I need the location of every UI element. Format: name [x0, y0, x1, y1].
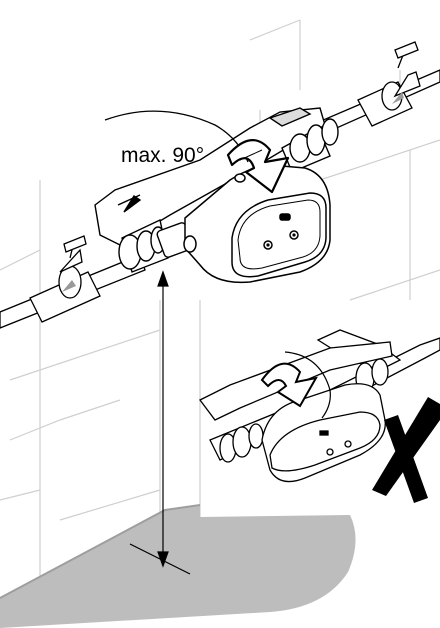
arrow-shading — [239, 149, 263, 161]
rotation-arrow-wrong — [260, 362, 318, 408]
wall-tile-grid — [0, 19, 440, 620]
mounting-bracket — [94, 107, 326, 246]
cross-mark-icon — [372, 397, 440, 503]
water-meter-device — [183, 164, 331, 284]
wrong-arc-line — [284, 351, 331, 419]
connector-right — [281, 118, 339, 173]
height-dimension — [129, 270, 191, 575]
floor-edge — [0, 504, 201, 599]
rotation-arrow-main — [226, 139, 290, 194]
floor-area — [0, 505, 356, 628]
connector-left — [118, 218, 194, 273]
max-angle-label: max. 90° — [121, 144, 205, 167]
wrong-installation-illustration — [199, 329, 440, 483]
valve-right — [357, 41, 421, 127]
valve-left — [29, 235, 101, 323]
